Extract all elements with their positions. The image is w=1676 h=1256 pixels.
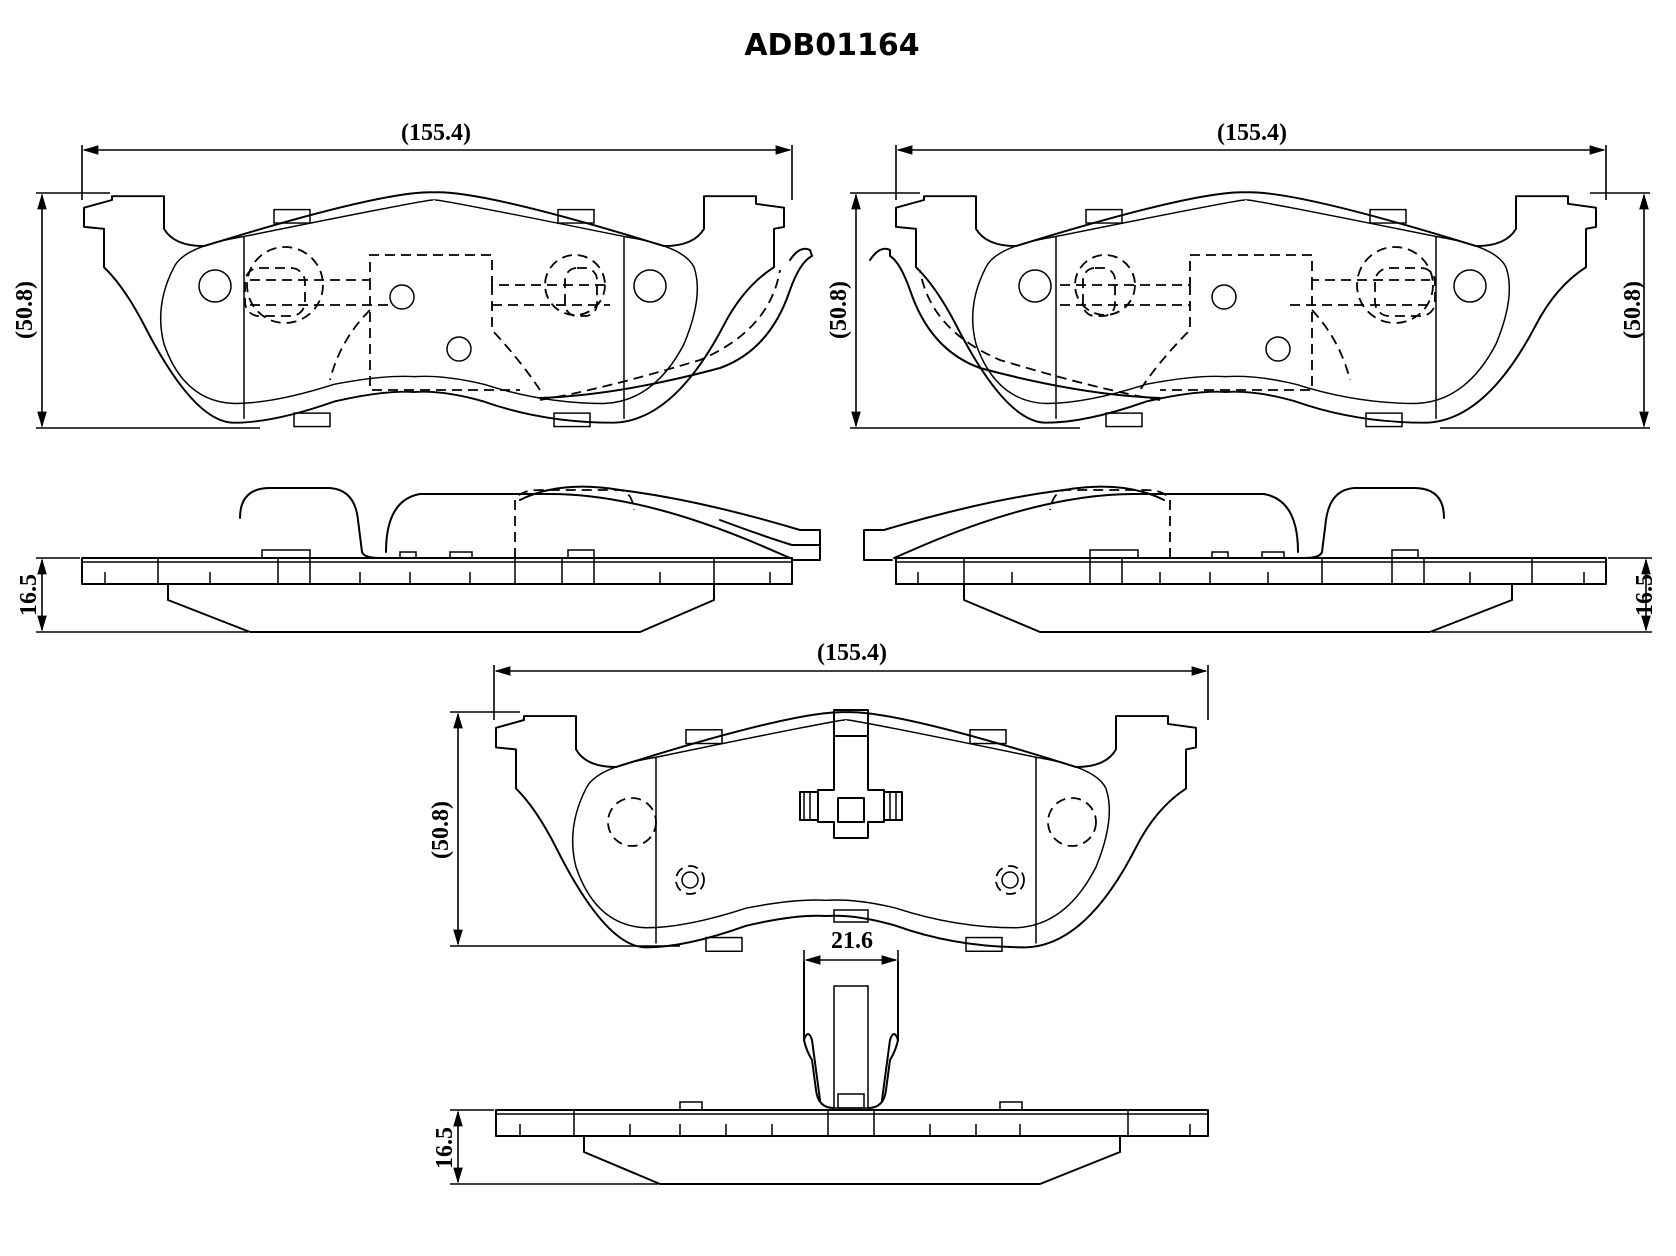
top-left-width-dimension: (155.4) — [81, 120, 793, 200]
bottom-front-height-label: (50.8) — [428, 801, 454, 859]
bottom-front-width-dimension: (155.4) — [493, 640, 1209, 720]
top-right-height-dimension-right: (50.8) — [1440, 192, 1650, 429]
side-right-thickness-label: 16.5 — [1632, 574, 1658, 616]
side-left-thickness-label: 16.5 — [16, 574, 42, 616]
bottom-front-height-dimension: (50.8) — [428, 711, 680, 947]
bottom-side-thickness-label: 16.5 — [432, 1127, 458, 1169]
bottom-side-clip-width-label: 21.6 — [831, 928, 873, 954]
top-left-height-dimension: (50.8) — [12, 192, 260, 429]
top-left-width-label: (155.4) — [401, 120, 471, 146]
top-left-height-label: (50.8) — [12, 281, 38, 339]
top-left-pad-view — [83, 191, 813, 428]
bottom-side-clip-width-dimension: 21.6 — [803, 928, 899, 1000]
top-right-height-dimension-left: (50.8) — [826, 192, 1080, 429]
top-right-height-label-left: (50.8) — [826, 281, 852, 339]
top-right-width-dimension: (155.4) — [895, 120, 1607, 200]
side-left-thickness-dimension: 16.5 — [16, 557, 248, 633]
bottom-front-width-label: (155.4) — [817, 640, 887, 666]
side-right-pad-view — [863, 485, 1607, 633]
part-number-title: ADB01164 — [744, 28, 919, 63]
bottom-side-thickness-dimension: 16.5 — [432, 1109, 658, 1185]
side-left-pad-view — [81, 485, 821, 633]
bottom-front-pad-view — [495, 709, 1197, 953]
side-right-thickness-dimension: 16.5 — [1432, 557, 1658, 633]
top-right-pad-view — [869, 191, 1597, 428]
bottom-side-pad-view — [495, 961, 1209, 1185]
top-right-height-label-right: (50.8) — [1620, 281, 1646, 339]
top-right-width-label: (155.4) — [1217, 120, 1287, 146]
